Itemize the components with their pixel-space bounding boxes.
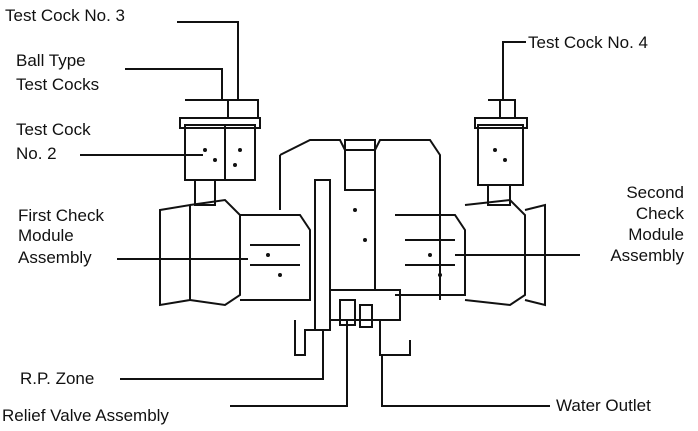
leader-ball-type	[125, 68, 223, 100]
leader-test-cock-4	[502, 41, 526, 100]
label-second-check-line1: Second	[626, 183, 684, 202]
label-relief-valve: Relief Valve Assembly	[2, 406, 169, 425]
label-rp-zone: R.P. Zone	[20, 369, 95, 388]
label-second-check-line2: Check	[635, 204, 684, 223]
left-test-cock-housing	[184, 124, 256, 181]
left-inlet-body	[159, 203, 191, 307]
right-outlet-body	[464, 198, 526, 307]
leader-lines	[80, 21, 580, 407]
label-test-cock-2-line1: Test Cock	[16, 120, 91, 139]
second-check-module	[395, 214, 466, 296]
label-first-check-line2: Module	[18, 226, 74, 245]
label-test-cock-2-line2: No. 2	[16, 144, 57, 163]
label-second-check-line4: Assembly	[610, 246, 684, 265]
right-test-cock-housing	[477, 124, 524, 186]
label-water-outlet: Water Outlet	[556, 396, 651, 415]
leader-water-outlet	[381, 355, 550, 407]
leader-rp-zone	[120, 330, 324, 380]
central-cap	[344, 139, 376, 191]
label-test-cock-4: Test Cock No. 4	[528, 33, 648, 52]
first-check-module	[240, 214, 311, 301]
label-first-check-line3: Assembly	[18, 248, 92, 267]
relief-valve-body	[294, 320, 330, 356]
label-test-cock-3: Test Cock No. 3	[5, 6, 125, 25]
leader-test-cock-3	[177, 21, 239, 100]
label-first-check-line1: First Check	[18, 206, 104, 225]
label-ball-type-line1: Ball Type	[16, 51, 86, 70]
leader-relief-valve	[230, 320, 348, 407]
label-second-check-line3: Module	[628, 225, 684, 244]
label-ball-type-line2: Test Cocks	[16, 75, 100, 94]
